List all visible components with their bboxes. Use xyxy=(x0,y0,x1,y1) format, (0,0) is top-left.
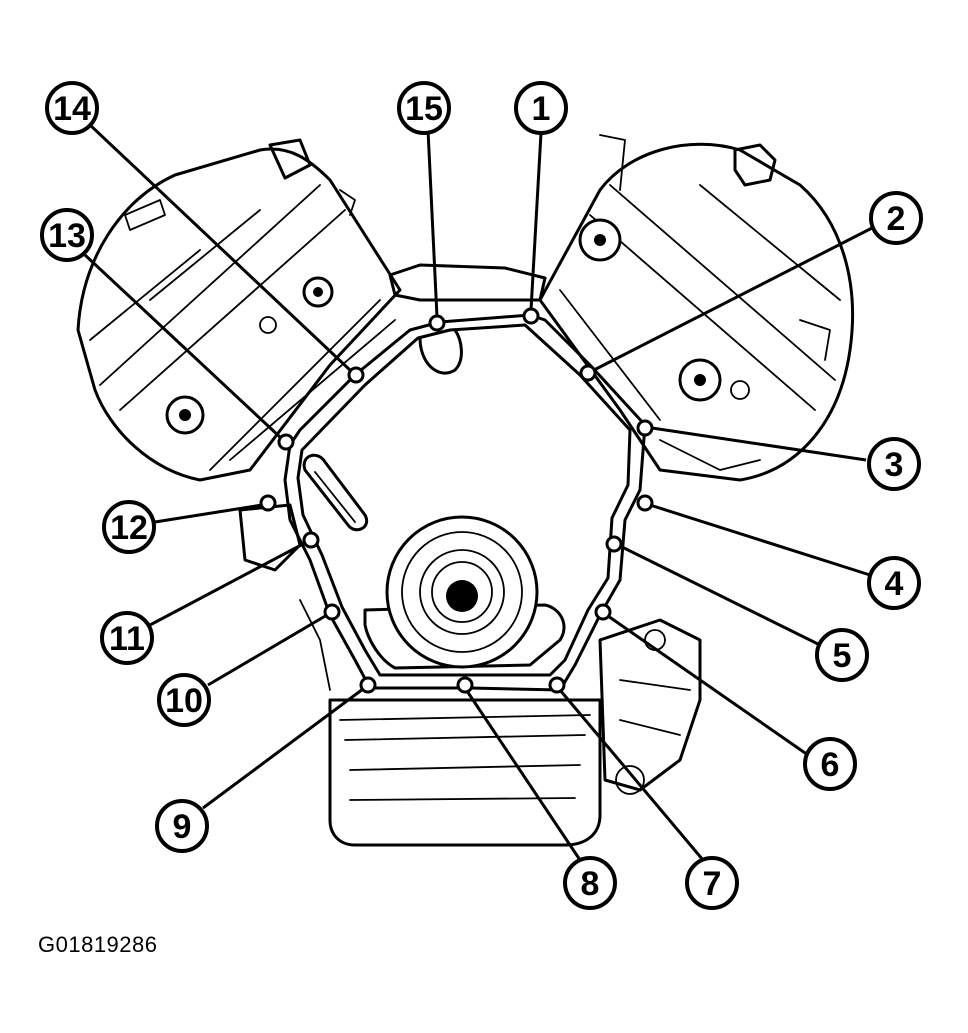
svg-text:3: 3 xyxy=(885,446,904,484)
bolt-1 xyxy=(522,307,540,325)
leader-line-4 xyxy=(649,503,871,577)
callout-6: 6 xyxy=(803,737,857,791)
bolt-11 xyxy=(302,531,320,549)
right-valve-cover xyxy=(538,134,854,482)
crankshaft-pulley xyxy=(385,515,539,669)
callout-10: 10 xyxy=(157,673,211,727)
bolt-10 xyxy=(323,603,341,621)
leader-line-8 xyxy=(465,690,582,861)
oil-pan xyxy=(328,698,602,847)
leader-line-11 xyxy=(149,541,306,627)
leader-line-12 xyxy=(154,503,263,524)
intake-valley xyxy=(388,263,547,302)
bolt-2 xyxy=(579,364,597,382)
leader-line-1 xyxy=(529,132,543,311)
svg-text:15: 15 xyxy=(405,90,443,128)
svg-text:12: 12 xyxy=(110,509,148,547)
bolt-4 xyxy=(636,494,654,512)
leader-line-14 xyxy=(88,123,353,373)
svg-text:8: 8 xyxy=(581,865,600,903)
bolt-6 xyxy=(594,603,612,621)
callout-9: 9 xyxy=(155,799,209,853)
callout-11: 11 xyxy=(100,611,154,665)
leader-line-15 xyxy=(426,129,439,318)
leader-line-9 xyxy=(202,687,364,810)
bolt-12 xyxy=(259,494,277,512)
svg-text:9: 9 xyxy=(173,808,192,846)
callout-15: 15 xyxy=(397,81,451,135)
svg-text:4: 4 xyxy=(885,565,904,603)
callouts: 1 2 3 4 5 6 7 8 xyxy=(40,81,923,910)
bolt-3 xyxy=(636,419,654,437)
svg-text:5: 5 xyxy=(833,637,852,675)
leader-lines xyxy=(83,123,873,861)
callout-12: 12 xyxy=(102,500,156,554)
svg-text:7: 7 xyxy=(703,865,722,903)
svg-text:6: 6 xyxy=(821,746,840,784)
svg-text:14: 14 xyxy=(53,90,91,128)
callout-3: 3 xyxy=(867,437,921,491)
leader-line-2 xyxy=(593,226,873,372)
svg-text:13: 13 xyxy=(48,217,86,255)
bolt-9 xyxy=(359,676,377,694)
bolt-7 xyxy=(548,676,566,694)
leader-line-5 xyxy=(619,544,821,647)
engine-drawing xyxy=(76,134,854,847)
leader-line-7 xyxy=(558,689,705,861)
bolt-8 xyxy=(456,676,474,694)
bolt-14 xyxy=(347,366,365,384)
bolt-15 xyxy=(428,314,446,332)
leader-line-13 xyxy=(83,253,283,440)
callout-14: 14 xyxy=(45,81,99,135)
callout-5: 5 xyxy=(815,628,869,682)
left-valve-cover xyxy=(76,138,402,482)
bolt-5 xyxy=(605,535,623,553)
leader-line-3 xyxy=(651,426,867,462)
svg-text:10: 10 xyxy=(165,682,203,720)
callout-2: 2 xyxy=(869,191,923,245)
bolt-13 xyxy=(277,433,295,451)
callout-13: 13 xyxy=(40,208,94,262)
svg-text:2: 2 xyxy=(887,200,906,238)
leader-line-10 xyxy=(207,613,328,687)
svg-text:1: 1 xyxy=(532,90,551,128)
callout-1: 1 xyxy=(514,81,568,135)
svg-text:11: 11 xyxy=(109,620,145,658)
callout-4: 4 xyxy=(867,556,921,610)
left-accessory-bracket xyxy=(238,503,331,691)
callout-7: 7 xyxy=(685,856,739,910)
leader-line-6 xyxy=(607,614,809,757)
figure-id: G01819286 xyxy=(38,932,158,957)
callout-8: 8 xyxy=(563,856,617,910)
